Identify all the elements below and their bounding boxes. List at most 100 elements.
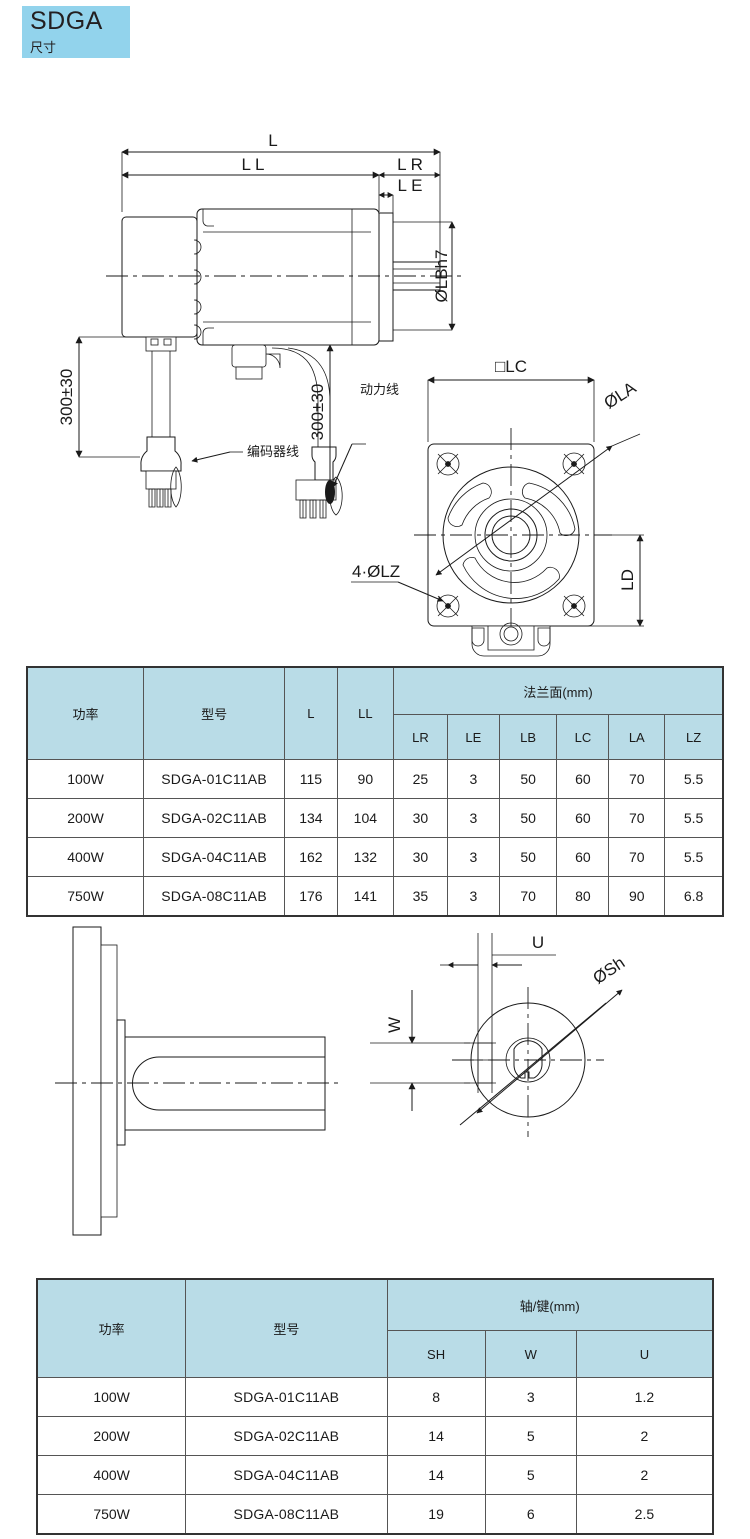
cell-L: 176 xyxy=(284,876,338,917)
cell-model: SDGA-01C11AB xyxy=(143,759,286,799)
cell-W: 6 xyxy=(484,1494,577,1535)
cell-U: 2.5 xyxy=(575,1494,714,1535)
dim-label-LL: L L xyxy=(241,155,264,174)
flange-face-view xyxy=(414,428,612,657)
cell-W: 5 xyxy=(484,1455,577,1495)
cell-L: 162 xyxy=(284,837,338,877)
cell-LA: 90 xyxy=(608,876,666,917)
shaft-table-body: 100W SDGA-01C11AB 8 3 1.2 200W SDGA-02C1… xyxy=(36,1377,714,1535)
cell-model: SDGA-08C11AB xyxy=(185,1494,388,1535)
dim-label-LA: ØLA xyxy=(601,378,640,413)
col-header-model: 型号 xyxy=(185,1278,388,1378)
col-header-LB: LB xyxy=(498,714,558,760)
cell-SH: 14 xyxy=(386,1416,486,1456)
dim-label-LD: LD xyxy=(618,569,637,591)
cell-LL: 90 xyxy=(336,759,394,799)
col-header-power: 功率 xyxy=(36,1278,187,1378)
cell-LL: 141 xyxy=(336,876,394,917)
cell-power: 400W xyxy=(36,1455,187,1495)
cell-LE: 3 xyxy=(446,876,500,917)
cell-LE: 3 xyxy=(446,837,500,877)
table-row: 200W SDGA-02C11AB 14 5 2 xyxy=(36,1416,714,1456)
col-header-power: 功率 xyxy=(26,666,145,760)
cell-model: SDGA-02C11AB xyxy=(185,1416,388,1456)
cell-power: 400W xyxy=(26,837,145,877)
cell-power: 750W xyxy=(26,876,145,917)
cell-LL: 104 xyxy=(336,798,394,838)
dim-label-LBh7: ØLBh7 xyxy=(432,250,451,303)
col-header-LZ: LZ xyxy=(664,714,724,760)
col-header-L: L xyxy=(284,666,338,760)
cell-LL: 132 xyxy=(336,837,394,877)
dim-label-LC: □LC xyxy=(495,357,527,376)
shaft-dimension-drawing: U W ØSh xyxy=(0,915,750,1260)
cell-LZ: 6.8 xyxy=(664,876,724,917)
cell-power: 200W xyxy=(26,798,145,838)
cell-LA: 70 xyxy=(608,759,666,799)
col-header-U: U xyxy=(575,1330,714,1378)
cell-power: 100W xyxy=(26,759,145,799)
table-row: 750W SDGA-08C11AB 19 6 2.5 xyxy=(36,1494,714,1535)
cell-U: 1.2 xyxy=(575,1377,714,1417)
table-row: 400W SDGA-04C11AB 162 132 30 3 50 60 70 … xyxy=(26,837,724,877)
shaft-table-head: 功率 型号 轴/键(mm) SH W U xyxy=(36,1278,714,1378)
cell-SH: 8 xyxy=(386,1377,486,1417)
cell-model: SDGA-04C11AB xyxy=(185,1455,388,1495)
cell-LE: 3 xyxy=(446,759,500,799)
table-row: 200W SDGA-02C11AB 134 104 30 3 50 60 70 … xyxy=(26,798,724,838)
dim-label-W: W xyxy=(385,1017,404,1033)
cell-U: 2 xyxy=(575,1455,714,1495)
cell-LC: 80 xyxy=(556,876,610,917)
col-group-header-shaft: 轴/键(mm) xyxy=(386,1278,714,1331)
shaft-side-view xyxy=(55,926,342,1236)
cell-LZ: 5.5 xyxy=(664,798,724,838)
cell-LR: 25 xyxy=(392,759,448,799)
cell-W: 5 xyxy=(484,1416,577,1456)
cell-LC: 60 xyxy=(556,798,610,838)
cell-LE: 3 xyxy=(446,798,500,838)
table-row: 100W SDGA-01C11AB 8 3 1.2 xyxy=(36,1377,714,1417)
flange-table-body: 100W SDGA-01C11AB 115 90 25 3 50 60 70 5… xyxy=(26,759,724,917)
dim-label-LR: L R xyxy=(397,155,423,174)
dim-label-cable-left: 300±30 xyxy=(57,369,76,426)
col-header-SH: SH xyxy=(386,1330,486,1378)
cell-LB: 50 xyxy=(498,837,558,877)
table-row: 100W SDGA-01C11AB 115 90 25 3 50 60 70 5… xyxy=(26,759,724,799)
col-header-LC: LC xyxy=(556,714,610,760)
col-header-LA: LA xyxy=(608,714,666,760)
motor-dimension-drawing: L L L L R L E ØLBh7 300±30 编码器线 300± xyxy=(0,62,750,657)
dim-label-cable-right: 300±30 xyxy=(308,384,327,441)
col-header-W: W xyxy=(484,1330,577,1378)
cell-LB: 50 xyxy=(498,759,558,799)
cell-model: SDGA-02C11AB xyxy=(143,798,286,838)
cell-model: SDGA-08C11AB xyxy=(143,876,286,917)
dim-label-Sh: ØSh xyxy=(590,953,629,988)
page-subtitle: 尺寸 xyxy=(30,40,57,56)
cell-power: 200W xyxy=(36,1416,187,1456)
flange-dimension-table: 功率 型号 L LL 法兰面(mm) LR LE LB LC LA LZ 100… xyxy=(26,666,724,917)
col-header-LE: LE xyxy=(446,714,500,760)
cell-LB: 70 xyxy=(498,876,558,917)
table-row: 400W SDGA-04C11AB 14 5 2 xyxy=(36,1455,714,1495)
cell-LZ: 5.5 xyxy=(664,759,724,799)
cell-LC: 60 xyxy=(556,837,610,877)
label-encoder-cable: 编码器线 xyxy=(247,445,299,460)
cell-LZ: 5.5 xyxy=(664,837,724,877)
cell-SH: 19 xyxy=(386,1494,486,1535)
col-header-model: 型号 xyxy=(143,666,286,760)
dim-label-LZ: 4·ØLZ xyxy=(352,562,400,581)
cell-LA: 70 xyxy=(608,798,666,838)
cell-model: SDGA-01C11AB xyxy=(185,1377,388,1417)
cell-LR: 30 xyxy=(392,798,448,838)
shaft-key-table: 功率 型号 轴/键(mm) SH W U 100W SDGA-01C11AB 8… xyxy=(36,1278,714,1535)
cell-LR: 35 xyxy=(392,876,448,917)
cell-LR: 30 xyxy=(392,837,448,877)
dim-label-L: L xyxy=(268,131,277,150)
col-group-header-flange: 法兰面(mm) xyxy=(392,666,724,715)
cell-LB: 50 xyxy=(498,798,558,838)
shaft-end-view: U W ØSh xyxy=(370,933,628,1137)
cell-SH: 14 xyxy=(386,1455,486,1495)
col-header-LL: LL xyxy=(336,666,394,760)
page-header: SDGA 尺寸 xyxy=(22,6,130,58)
cell-LC: 60 xyxy=(556,759,610,799)
